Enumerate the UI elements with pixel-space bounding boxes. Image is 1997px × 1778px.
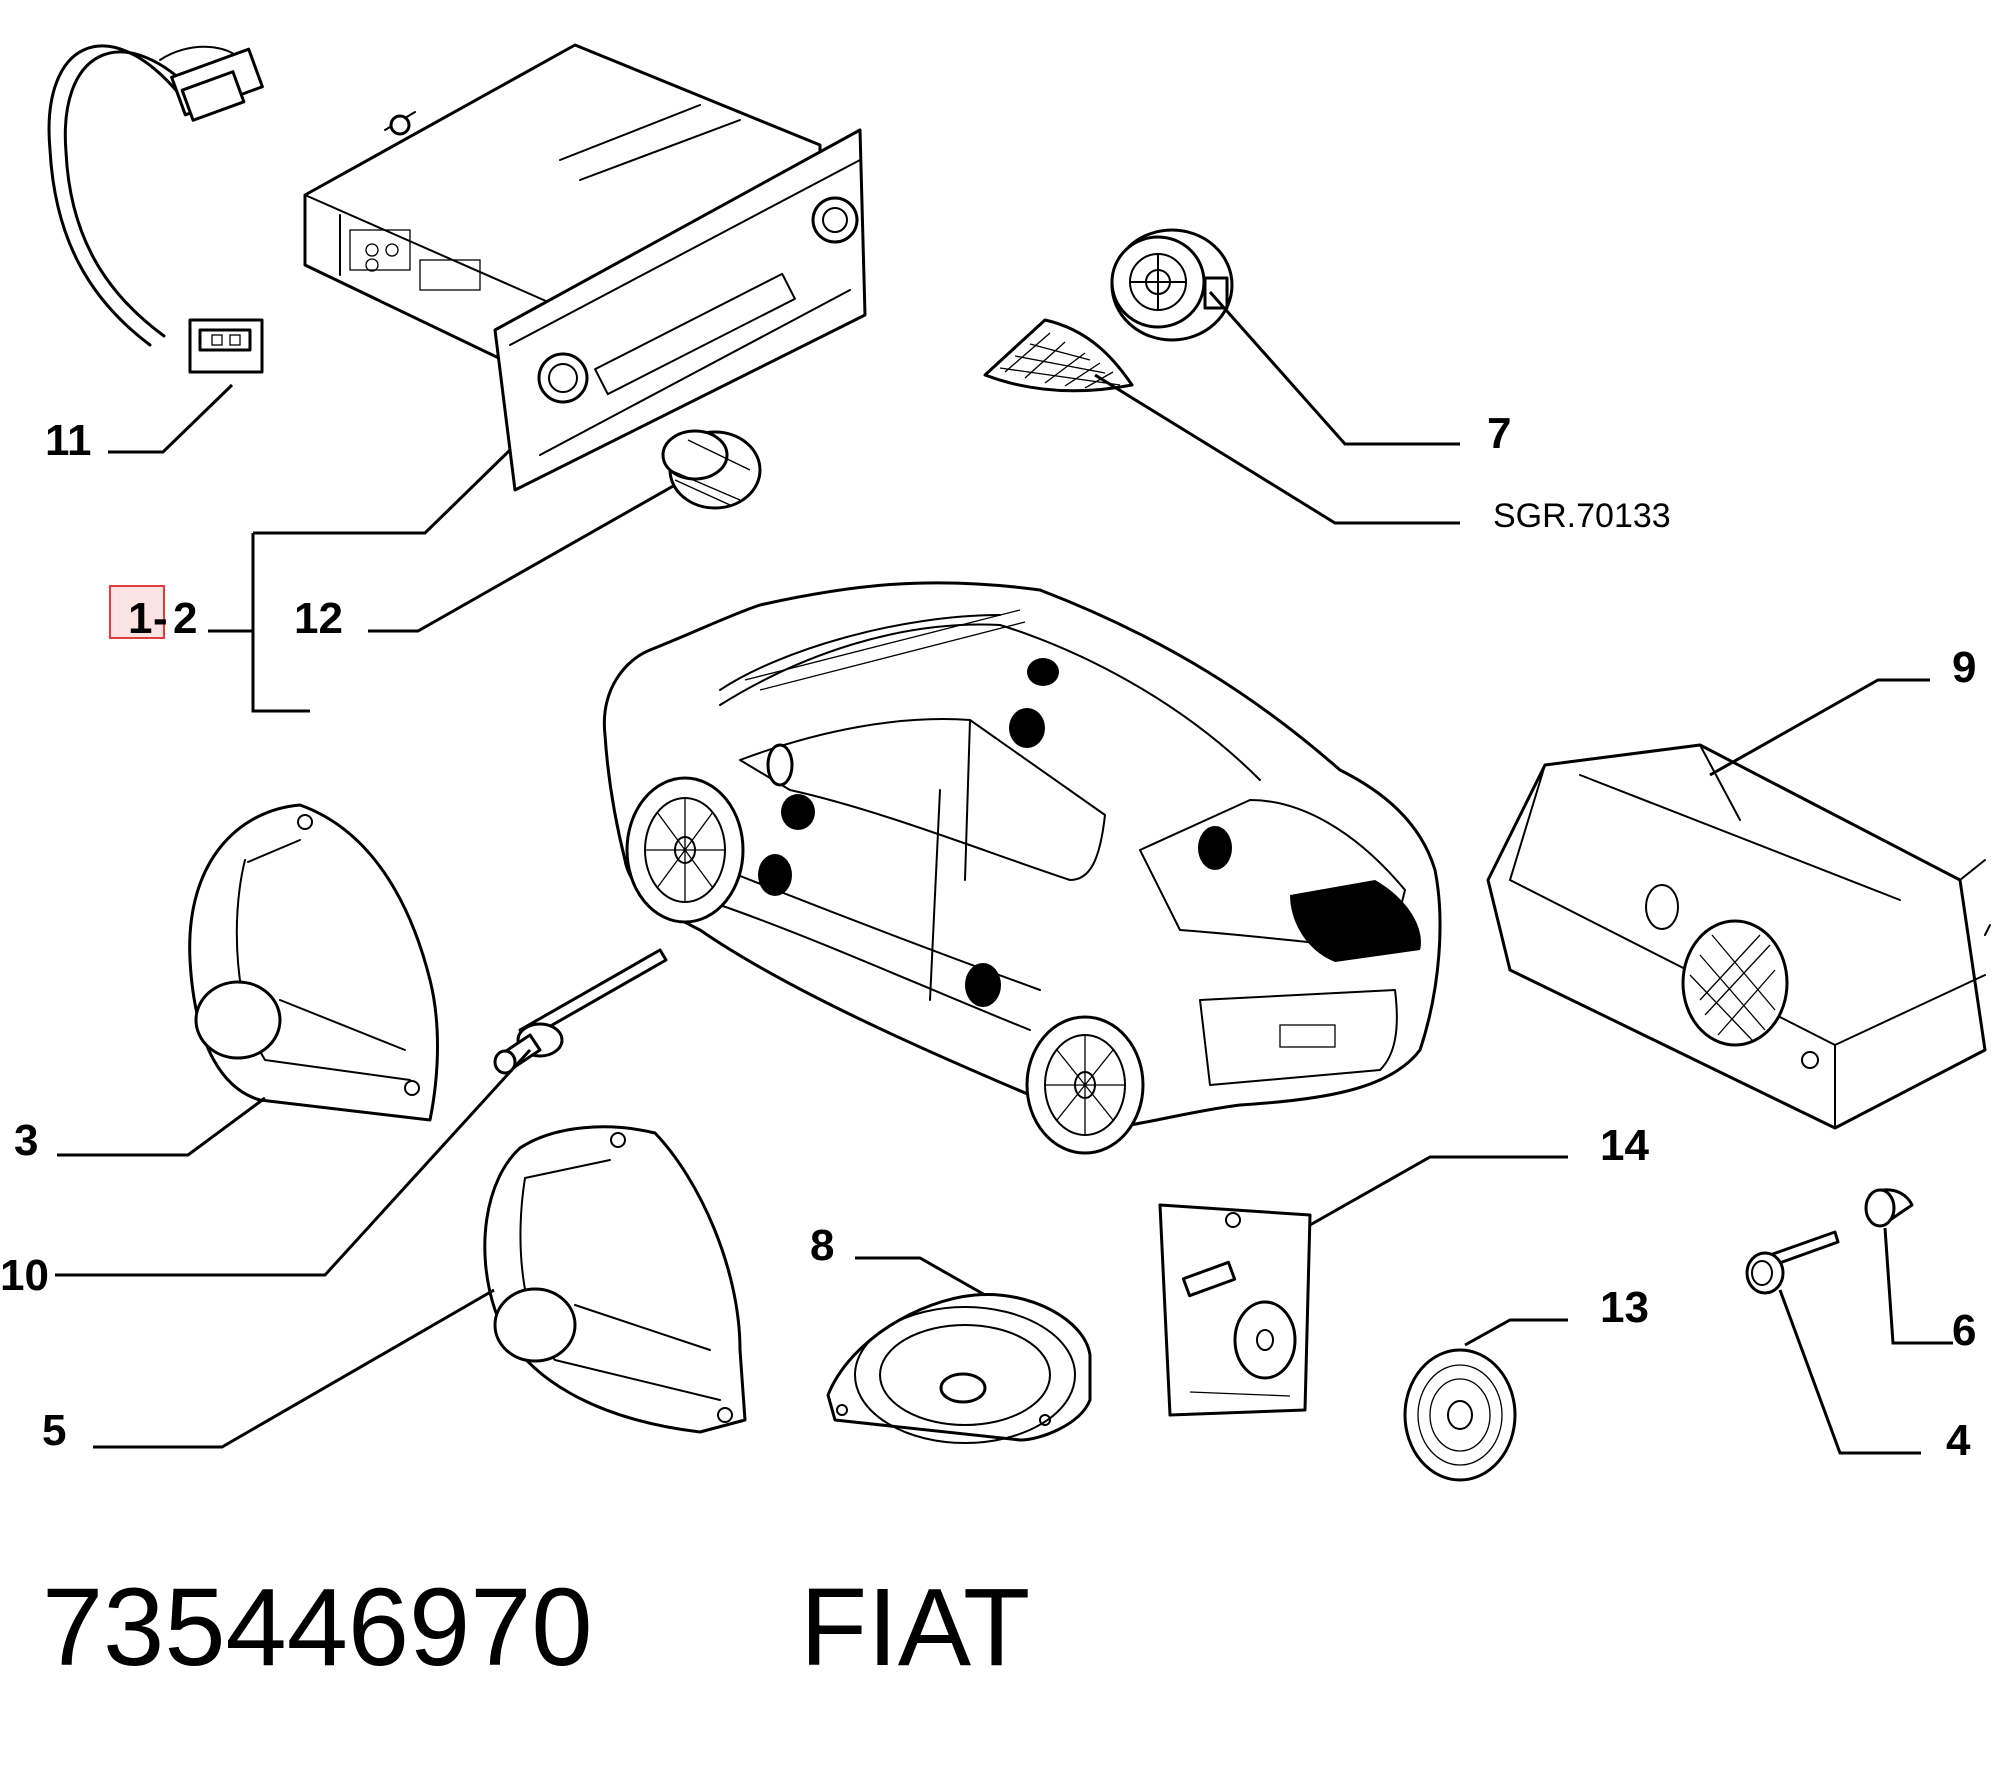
callout-labels: 11 1 - 2 12 7 SGR.70133 9 3 10 5 8 14 13…	[0, 409, 1976, 1465]
wiring-harness-part	[47, 44, 264, 374]
callout-1: 1	[128, 594, 152, 643]
tweeter-grille-part	[983, 318, 1134, 393]
screw-part	[1745, 1230, 1840, 1295]
callout-8: 8	[810, 1221, 834, 1270]
callout-4: 4	[1946, 1416, 1971, 1465]
callout-14: 14	[1600, 1121, 1649, 1170]
brand-name: FIAT	[800, 1566, 1030, 1689]
callout-2: 2	[173, 594, 197, 643]
subwoofer-box-part	[1486, 743, 1991, 1130]
callout-11: 11	[45, 416, 92, 465]
car-outline	[602, 581, 1442, 1155]
callout-dash: -	[153, 594, 168, 643]
callout-9: 9	[1952, 643, 1976, 692]
callout-3: 3	[14, 1116, 38, 1165]
leader-lines	[55, 291, 1953, 1455]
round-speaker-part	[826, 1292, 1092, 1444]
callout-7: 7	[1487, 409, 1511, 458]
tweeter-part	[1110, 228, 1234, 342]
highlight-box-1[interactable]	[109, 585, 165, 639]
callout-10: 10	[0, 1251, 49, 1300]
door-speaker-5-part	[483, 1125, 747, 1434]
callout-5: 5	[42, 1406, 66, 1455]
callout-6: 6	[1952, 1306, 1976, 1355]
rivet-part	[493, 948, 668, 1075]
cd-disc-part	[1403, 1348, 1517, 1482]
radio-knob-part	[661, 429, 762, 510]
callout-12: 12	[294, 594, 343, 643]
part-number: 735446970	[42, 1566, 593, 1689]
door-speaker-3-part	[188, 803, 439, 1122]
push-clip-part	[1864, 1188, 1914, 1228]
footer: 735446970 FIAT	[42, 1566, 1030, 1689]
software-kit-part	[1158, 1203, 1312, 1417]
callout-13: 13	[1600, 1283, 1649, 1332]
radio-head-unit-part	[303, 43, 867, 492]
reference-sgr: SGR.70133	[1493, 497, 1671, 535]
